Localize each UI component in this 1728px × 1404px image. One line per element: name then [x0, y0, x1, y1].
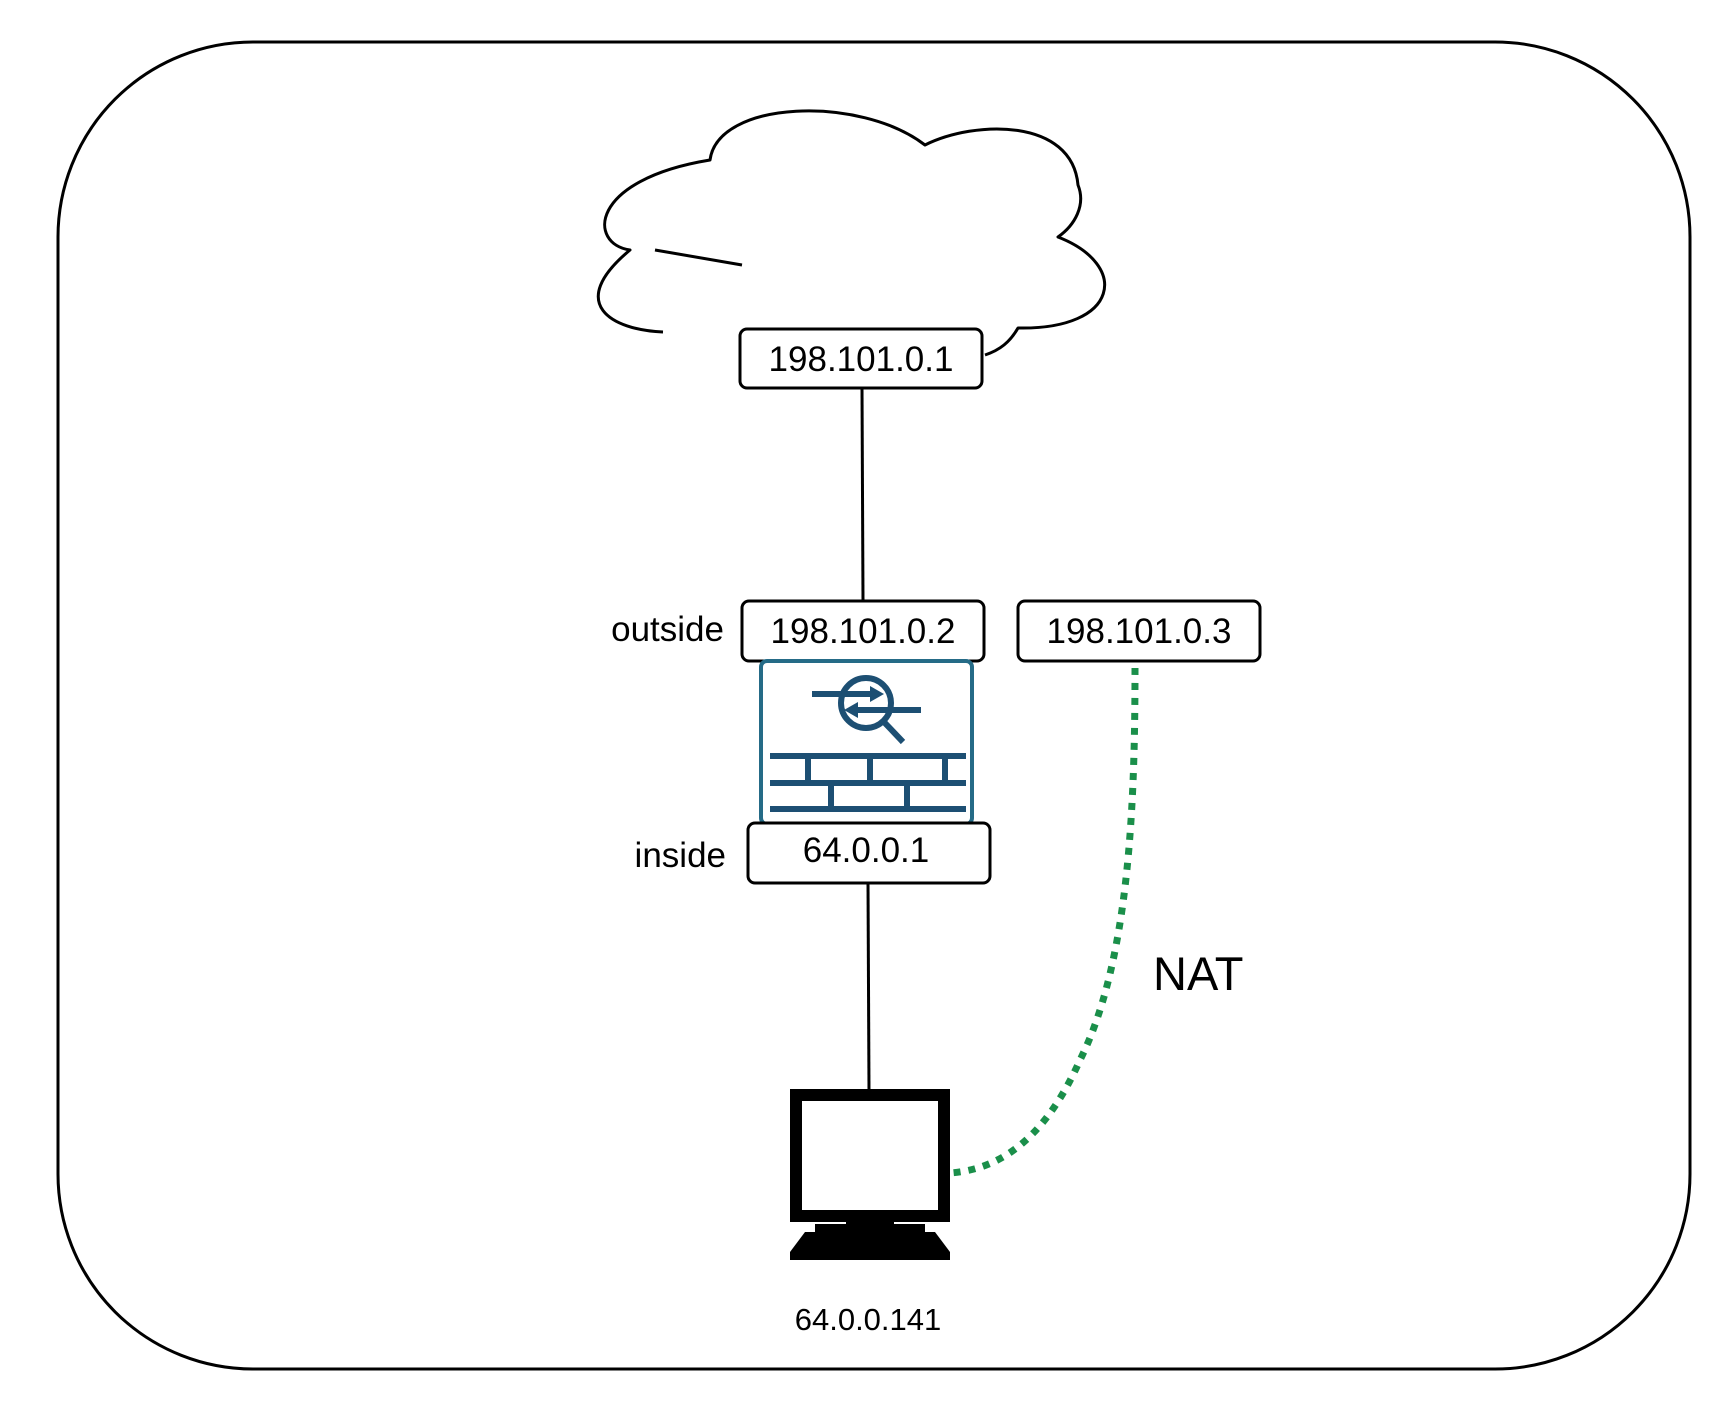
brick-wall-icon — [770, 753, 966, 812]
inside-interface-label: inside — [635, 836, 726, 875]
internet-cloud-icon — [596, 109, 1107, 357]
computer-monitor-icon — [790, 1089, 950, 1260]
host-address-label: 64.0.0.141 — [795, 1302, 942, 1337]
outside-address-text: 198.101.0.2 — [771, 612, 956, 651]
inside-address-box: 64.0.0.1 — [746, 821, 992, 885]
outside-address-box: 198.101.0.2 — [740, 599, 986, 663]
nat-address-box: 198.101.0.3 — [1016, 599, 1262, 663]
uplink-line — [860, 387, 865, 601]
firewall-icon — [759, 659, 974, 826]
downlink-line — [866, 881, 871, 1091]
cloud-address-box: 198.101.0.1 — [738, 327, 984, 390]
inside-address-text: 64.0.0.1 — [803, 831, 930, 870]
nat-label: NAT — [1153, 947, 1244, 1000]
nat-link-line — [949, 667, 1139, 1177]
outside-interface-label: outside — [611, 610, 724, 649]
inspection-magnifier-icon — [812, 675, 921, 745]
cloud-address-text: 198.101.0.1 — [769, 340, 954, 379]
nat-address-text: 198.101.0.3 — [1047, 612, 1232, 651]
